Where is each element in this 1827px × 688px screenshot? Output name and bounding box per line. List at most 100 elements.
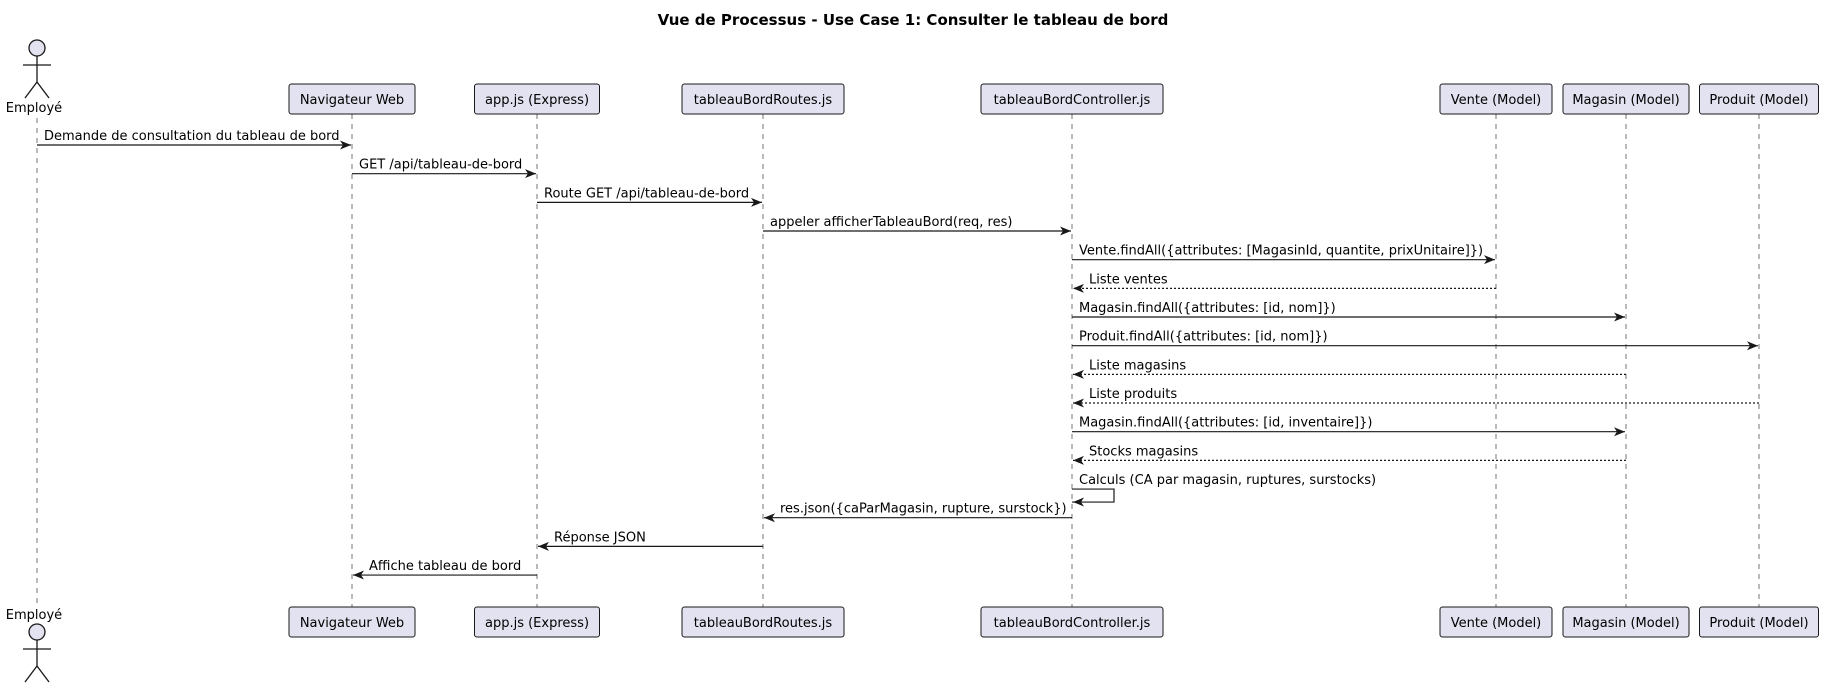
message-label: Liste magasins [1089,358,1186,373]
self-message-line [1072,488,1115,503]
arrow-head [1747,341,1758,351]
actor-employe-bottom: Employé [6,608,62,683]
actor-leg-right [36,665,50,683]
lifelines [36,114,1760,607]
participant-box [980,606,1164,638]
participant-box [980,83,1164,115]
actor-leg-left [24,665,38,683]
participant-box [681,606,845,638]
participant-box [1562,83,1690,115]
participant-label: tableauBordRoutes.js [694,93,833,108]
participant-label: Employé [6,101,62,116]
message: Calculs (CA par magasin, ruptures, surst… [1072,473,1376,507]
arrow-head [1073,398,1084,408]
participant-box [474,83,600,115]
arrow-head [1073,455,1084,465]
actor-head [28,623,46,641]
message-label: Stocks magasins [1089,444,1198,459]
message: Magasin.findAll({attributes: [id, nom]}) [1072,301,1625,322]
message-label: Route GET /api/tableau-de-bord [544,186,749,201]
participant-magasin-bottom: Magasin (Model) [1562,606,1690,638]
arrow-head [1073,283,1084,293]
diagram-title: Vue de Processus - Use Case 1: Consulter… [658,11,1169,29]
participant-label: Employé [6,608,62,623]
arrow-head [751,197,762,207]
participant-box [681,83,845,115]
actor-employe-top: Employé [6,39,62,116]
message-label: res.json({caParMagasin, rupture, surstoc… [780,502,1067,517]
participant-box [1699,83,1819,115]
participant-label: tableauBordController.js [994,616,1151,631]
arrow-head [1073,497,1084,507]
arrow-head [353,570,364,580]
participant-label: Magasin (Model) [1572,93,1679,108]
participant-label: tableauBordController.js [994,93,1151,108]
arrow-head [525,169,536,179]
participant-vente-bottom: Vente (Model) [1439,606,1553,638]
message: Affiche tableau de bord [353,559,537,580]
message: Route GET /api/tableau-de-bord [537,186,762,207]
message-label: appeler afficherTableauBord(req, res) [770,215,1012,230]
arrow-head [764,513,775,523]
message: res.json({caParMagasin, rupture, surstoc… [764,502,1072,523]
message: Demande de consultation du tableau de bo… [37,129,351,150]
participant-label: Produit (Model) [1709,616,1808,631]
arrow-head [1614,312,1625,322]
participant-box [288,83,416,115]
actor-leg-left [24,81,38,99]
participant-app-bottom: app.js (Express) [474,606,600,638]
arrow-head [1060,226,1071,236]
participant-box [1699,606,1819,638]
participant-label: Magasin (Model) [1572,616,1679,631]
participant-app-top: app.js (Express) [474,83,600,115]
participant-box [1439,83,1553,115]
message: Stocks magasins [1073,444,1626,465]
arrow-head [1484,255,1495,265]
participant-label: app.js (Express) [485,616,589,631]
message-label: Produit.findAll({attributes: [id, nom]}) [1079,330,1328,345]
participant-label: Vente (Model) [1451,616,1542,631]
actor-leg-right [36,81,50,99]
participant-label: Vente (Model) [1451,93,1542,108]
message-label: GET /api/tableau-de-bord [359,158,522,173]
participant-produit-bottom: Produit (Model) [1699,606,1819,638]
participant-label: app.js (Express) [485,93,589,108]
message: Liste ventes [1073,272,1496,293]
participant-box [1439,606,1553,638]
participant-produit-top: Produit (Model) [1699,83,1819,115]
participant-box [1562,606,1690,638]
arrow-head [1073,369,1084,379]
arrow-head [340,140,351,150]
message-label: Magasin.findAll({attributes: [id, invent… [1079,416,1372,431]
participant-label: Navigateur Web [300,616,404,631]
participant-label: Produit (Model) [1709,93,1808,108]
participant-magasin-top: Magasin (Model) [1562,83,1690,115]
participant-box [288,606,416,638]
message-label: Liste ventes [1089,272,1168,287]
message: Réponse JSON [538,530,763,551]
participant-box [474,606,600,638]
participant-label: tableauBordRoutes.js [694,616,833,631]
participant-label: Navigateur Web [300,93,404,108]
participant-controller-bottom: tableauBordController.js [980,606,1164,638]
message-label: Magasin.findAll({attributes: [id, nom]}) [1079,301,1336,316]
message: GET /api/tableau-de-bord [352,158,536,179]
message-label: Vente.findAll({attributes: [MagasinId, q… [1079,244,1483,259]
message: Vente.findAll({attributes: [MagasinId, q… [1072,244,1495,265]
participant-controller-top: tableauBordController.js [980,83,1164,115]
participant-navigateur-bottom: Navigateur Web [288,606,416,638]
message-label: Affiche tableau de bord [369,559,521,574]
arrow-head [538,541,549,551]
message-label: Demande de consultation du tableau de bo… [44,129,340,144]
message: Magasin.findAll({attributes: [id, invent… [1072,416,1625,437]
message: Produit.findAll({attributes: [id, nom]}) [1072,330,1758,351]
message-label: Calculs (CA par magasin, ruptures, surst… [1079,473,1376,488]
message: Liste magasins [1073,358,1626,379]
message-label: Réponse JSON [554,530,646,545]
message: Liste produits [1073,387,1759,408]
messages: Demande de consultation du tableau de bo… [37,129,1759,580]
actor-head [28,39,46,57]
message: appeler afficherTableauBord(req, res) [763,215,1071,236]
